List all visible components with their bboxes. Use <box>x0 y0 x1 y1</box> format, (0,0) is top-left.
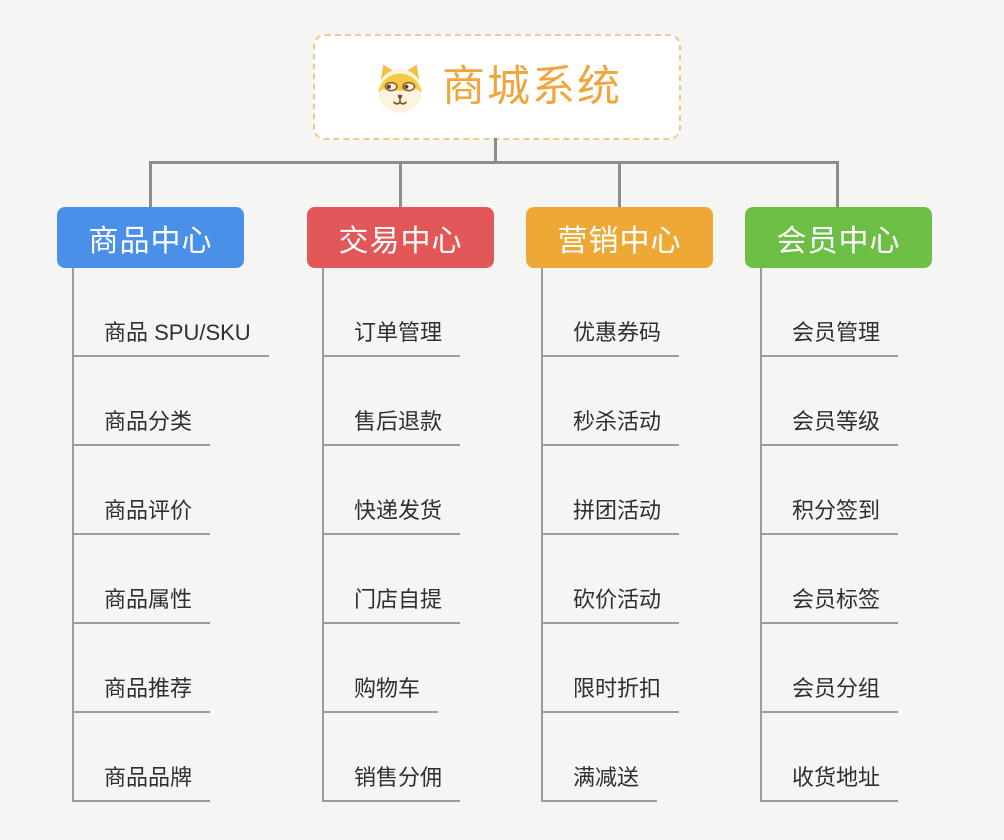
mindmap-node-item[interactable]: 优惠券码 <box>541 268 680 357</box>
mindmap-node-item[interactable]: 会员分组 <box>760 624 899 713</box>
mindmap-node-item[interactable]: 购物车 <box>322 624 439 713</box>
branch-trunk <box>322 268 324 800</box>
branch-trunk <box>760 268 762 800</box>
mindmap-node-item[interactable]: 门店自提 <box>322 535 461 624</box>
mindmap-node-item[interactable]: 商品推荐 <box>72 624 211 713</box>
connector-drop-member <box>836 161 839 208</box>
branch-box-product-center[interactable]: 商品中心 <box>57 207 244 268</box>
mindmap-node-item[interactable]: 积分签到 <box>760 446 899 535</box>
mindmap-node-item[interactable]: 砍价活动 <box>541 535 680 624</box>
branch-column-marketing: 优惠券码 秒杀活动 拼团活动 砍价活动 限时折扣 满减送 <box>541 268 680 802</box>
branch-box-member-center[interactable]: 会员中心 <box>745 207 932 268</box>
mindmap-node-item[interactable]: 限时折扣 <box>541 624 680 713</box>
branch-box-marketing-center[interactable]: 营销中心 <box>526 207 713 268</box>
mindmap-node-item[interactable]: 商品品牌 <box>72 713 211 802</box>
mindmap-node-item[interactable]: 会员管理 <box>760 268 899 357</box>
branch-column-member: 会员管理 会员等级 积分签到 会员标签 会员分组 收货地址 <box>760 268 899 802</box>
mindmap-node-item[interactable]: 商品评价 <box>72 446 211 535</box>
mindmap-node-item[interactable]: 订单管理 <box>322 268 461 357</box>
mindmap-node-item[interactable]: 会员等级 <box>760 357 899 446</box>
connector-drop-marketing <box>618 161 621 208</box>
branch-trunk <box>72 268 74 800</box>
root-node[interactable]: 商城系统 <box>313 34 681 140</box>
branch-trunk <box>541 268 543 800</box>
mindmap-node-item[interactable]: 快递发货 <box>322 446 461 535</box>
mindmap-node-item[interactable]: 商品属性 <box>72 535 211 624</box>
branch-column-trade: 订单管理 售后退款 快递发货 门店自提 购物车 销售分佣 <box>322 268 461 802</box>
mindmap-node-item[interactable]: 商品 SPU/SKU <box>72 268 269 357</box>
branch-column-product: 商品 SPU/SKU 商品分类 商品评价 商品属性 商品推荐 商品品牌 <box>72 268 269 802</box>
mindmap-node-item[interactable]: 会员标签 <box>760 535 899 624</box>
connector-bus <box>149 161 839 164</box>
connector-root-drop <box>494 138 497 164</box>
mindmap-node-item[interactable]: 拼团活动 <box>541 446 680 535</box>
mindmap-node-item[interactable]: 收货地址 <box>760 713 899 802</box>
mindmap-node-item[interactable]: 满减送 <box>541 713 658 802</box>
mindmap-node-item[interactable]: 售后退款 <box>322 357 461 446</box>
branch-box-trade-center[interactable]: 交易中心 <box>307 207 494 268</box>
mindmap-node-item[interactable]: 秒杀活动 <box>541 357 680 446</box>
mindmap-node-item[interactable]: 销售分佣 <box>322 713 461 802</box>
connector-drop-product <box>149 161 152 208</box>
mindmap-node-item[interactable]: 商品分类 <box>72 357 211 446</box>
root-title: 商城系统 <box>442 62 622 111</box>
connector-drop-trade <box>399 161 402 208</box>
shiba-dog-icon <box>378 64 422 113</box>
